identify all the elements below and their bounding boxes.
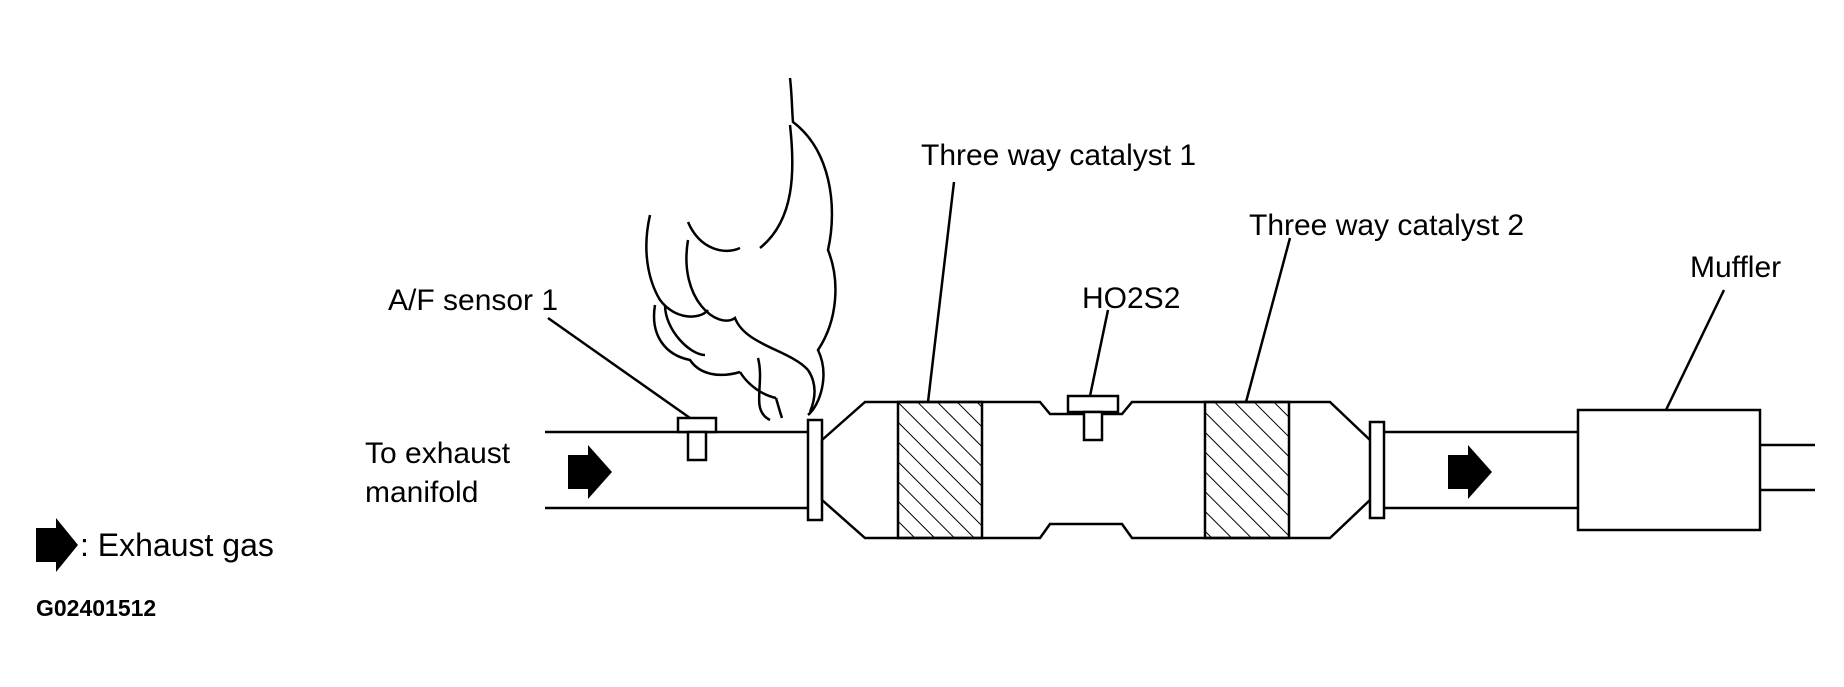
figure-code: G02401512 <box>36 595 156 621</box>
label-cat2: Three way catalyst 2 <box>1249 209 1524 242</box>
catalyst-2-bed <box>1203 400 1291 540</box>
label-to-exhaust-2: manifold <box>365 476 478 509</box>
inlet-pipe <box>545 430 808 510</box>
leader-cat2 <box>1244 237 1292 403</box>
smoke-cloud-icon <box>645 77 837 422</box>
right-flange <box>1368 420 1386 520</box>
tail-pipe <box>1760 443 1815 492</box>
muffler-box <box>1576 408 1762 532</box>
af-sensor-1 <box>676 416 718 462</box>
label-to-exhaust-1: To exhaust <box>365 437 511 470</box>
right-arrow-icon <box>1448 445 1492 499</box>
mid-pipe <box>1384 430 1578 510</box>
label-ho2s2: HO2S2 <box>1082 282 1180 315</box>
label-muffler: Muffler <box>1690 251 1781 284</box>
label-af-sensor: A/F sensor 1 <box>388 284 558 317</box>
leader-af-sensor <box>547 316 691 420</box>
label-cat1: Three way catalyst 1 <box>921 139 1196 172</box>
left-flange <box>806 418 824 522</box>
legend-text: : Exhaust gas <box>80 527 274 563</box>
leader-cat1 <box>926 181 956 403</box>
right-arrow-icon <box>568 445 612 499</box>
leader-ho2s2 <box>1088 309 1110 397</box>
catalyst-1-bed <box>896 400 984 540</box>
ho2s2-sensor <box>1066 394 1120 442</box>
leader-muffler <box>1664 289 1726 411</box>
legend-right-arrow-icon <box>36 518 78 572</box>
